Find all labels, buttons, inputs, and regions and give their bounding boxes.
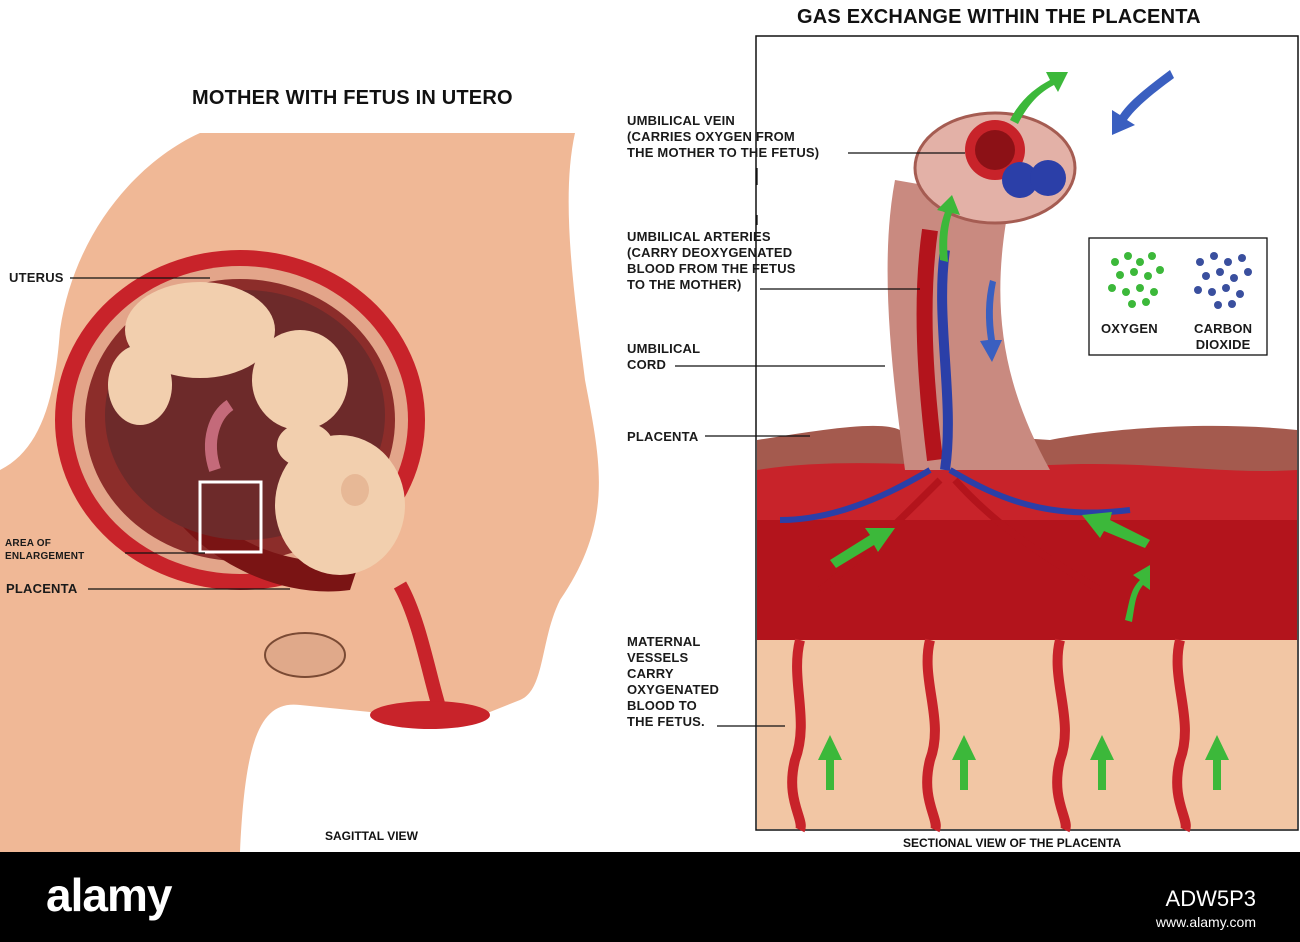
maternal-vessel-3	[1052, 638, 1071, 833]
maternal-vessel-2	[922, 638, 941, 833]
uterus-label: UTERUS	[9, 270, 64, 285]
enlargement-box	[198, 480, 263, 554]
fetus-ear	[341, 474, 369, 506]
maternal-vessels-label: MATERNAL VESSELS CARRY OXYGENATED BLOOD …	[627, 634, 720, 729]
carbon-dioxide-legend-icon	[1194, 252, 1252, 309]
umbilical-vein-label: UMBILICAL VEIN (CARRIES OXYGEN FROM THE …	[627, 113, 820, 160]
carbon-dioxide-legend-label: CARBON DIOXIDE	[1194, 321, 1253, 352]
watermark-footer	[0, 852, 1300, 942]
umbilical-artery-section-1	[1002, 162, 1038, 198]
co2-flow-arrows	[980, 70, 1174, 362]
image-id-label: ADW5P3	[1165, 886, 1256, 911]
umbilical-cord-left	[205, 400, 234, 472]
sagittal-view-caption: SAGITTAL VIEW	[325, 829, 418, 843]
placenta-section-illustration	[675, 35, 1299, 833]
sagittal-illustration	[0, 133, 599, 852]
placenta-label-right: PLACENTA	[627, 429, 699, 444]
placenta-label-left: PLACENTA	[6, 581, 78, 596]
cervix	[393, 581, 447, 713]
umbilical-artery-section-2	[1030, 160, 1066, 196]
oxygen-flow-arrows	[818, 72, 1229, 790]
oxygen-legend-label: OXYGEN	[1101, 321, 1158, 336]
maternal-vessel-4	[1172, 638, 1191, 833]
maternal-vessel-1	[787, 638, 806, 833]
umbilical-cord-label: UMBILICAL CORD	[627, 341, 701, 372]
alamy-logo: alamy	[46, 869, 172, 921]
fetus	[108, 282, 405, 575]
oxygen-legend-icon	[1108, 252, 1164, 308]
watermark-url: www.alamy.com	[1155, 914, 1256, 930]
bladder	[264, 632, 346, 678]
maternal-tissue	[757, 640, 1297, 829]
left-panel-title: MOTHER WITH FETUS IN UTERO	[192, 87, 513, 109]
right-panel-title: GAS EXCHANGE WITHIN THE PLACENTA	[797, 6, 1201, 28]
area-of-enlargement-label: AREA OF ENLARGEMENT	[5, 538, 85, 562]
umbilical-arteries-label: UMBILICAL ARTERIES (CARRY DEOXYGENATED B…	[627, 229, 796, 292]
sectional-view-caption: SECTIONAL VIEW OF THE PLACENTA	[903, 836, 1122, 850]
